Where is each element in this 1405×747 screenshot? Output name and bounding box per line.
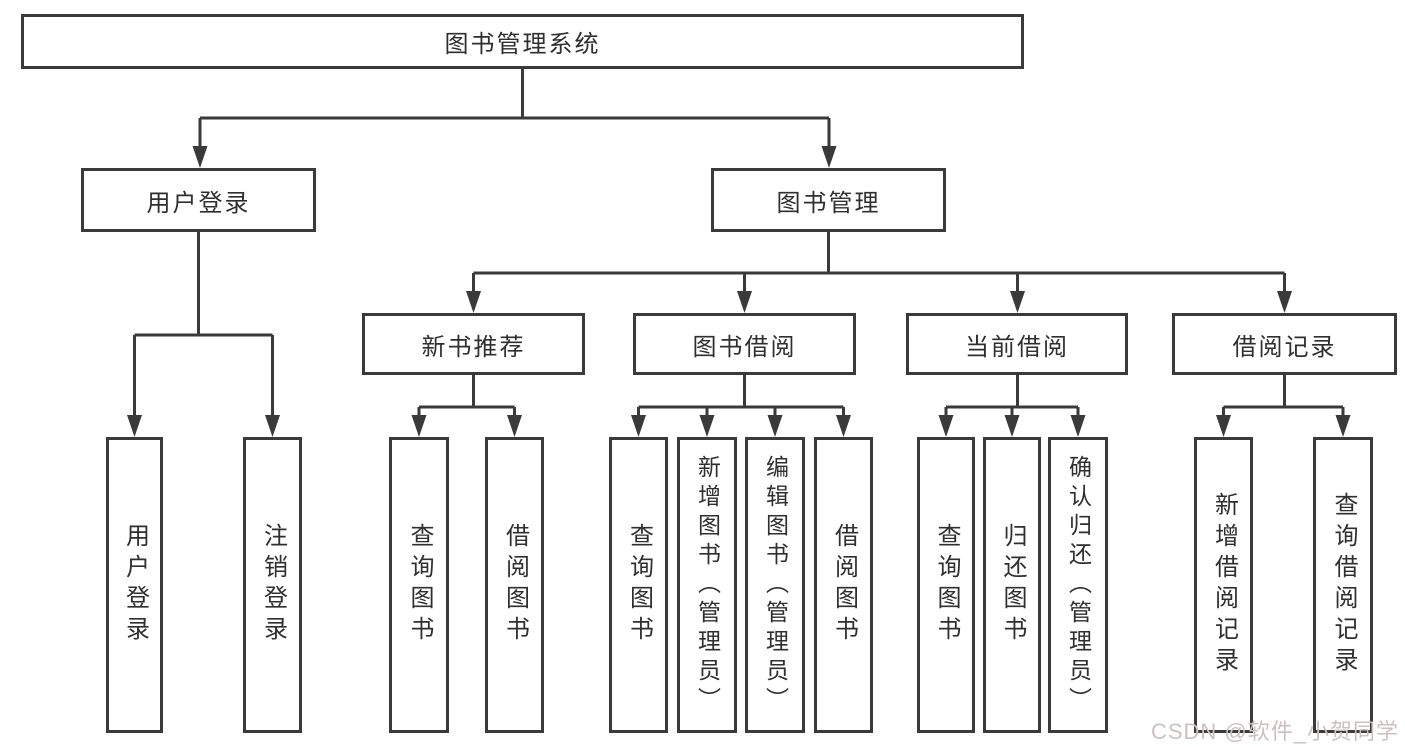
node-label: 借阅记录 <box>1232 333 1337 361</box>
node-label: 新书推荐 <box>421 333 526 361</box>
node-borrowing-records: 借阅记录 <box>1172 313 1397 375</box>
node-label: 新增借阅记录 <box>1210 492 1238 678</box>
leaf-query-books: 查询图书 <box>917 437 975 733</box>
node-label: 查询借阅记录 <box>1330 492 1357 678</box>
leaf-query-books: 查询图书 <box>389 437 449 733</box>
node-label: 注销登录 <box>259 523 287 647</box>
node-label: 图书管理系统 <box>444 31 601 58</box>
node-library-management-system: 图书管理系统 <box>21 14 1024 69</box>
node-label: 编辑图书（管理员） <box>762 454 789 716</box>
csdn-watermark: CSDN @软件_小贺同学 <box>1150 719 1399 744</box>
leaf-user-login: 用户登录 <box>106 437 163 733</box>
leaf-add-borrow-record: 新增借阅记录 <box>1194 437 1253 733</box>
node-current-borrowing: 当前借阅 <box>906 313 1128 375</box>
node-label: 查询图书 <box>933 523 960 647</box>
node-label: 图书管理 <box>776 189 881 217</box>
node-label: 借阅图书 <box>501 523 529 647</box>
leaf-confirm-return-admin: 确认归还（管理员） <box>1048 437 1108 733</box>
leaf-borrow-books: 借阅图书 <box>814 437 873 733</box>
leaf-logout: 注销登录 <box>243 437 302 733</box>
node-label: 用户登录 <box>121 523 149 647</box>
node-label: 用户登录 <box>146 189 251 217</box>
node-new-book-recommendation: 新书推荐 <box>362 313 585 375</box>
leaf-return-books: 归还图书 <box>983 437 1041 733</box>
node-user-login: 用户登录 <box>81 168 316 232</box>
leaf-query-books: 查询图书 <box>609 437 668 733</box>
node-label: 确认归还（管理员） <box>1065 454 1092 716</box>
leaf-borrow-books: 借阅图书 <box>485 437 544 733</box>
node-label: 当前借阅 <box>965 333 1069 361</box>
leaf-add-books-admin: 新增图书（管理员） <box>677 437 737 733</box>
node-label: 新增图书（管理员） <box>694 454 721 716</box>
node-label: 归还图书 <box>999 523 1026 647</box>
leaf-query-borrow-record: 查询借阅记录 <box>1313 437 1373 733</box>
leaf-edit-books-admin: 编辑图书（管理员） <box>745 437 805 733</box>
node-book-management: 图书管理 <box>711 168 946 232</box>
node-label: 查询图书 <box>406 523 433 647</box>
node-label: 查询图书 <box>625 523 653 647</box>
node-label: 借阅图书 <box>830 523 858 647</box>
node-label: 图书借阅 <box>692 333 797 361</box>
node-book-borrowing: 图书借阅 <box>633 313 856 375</box>
